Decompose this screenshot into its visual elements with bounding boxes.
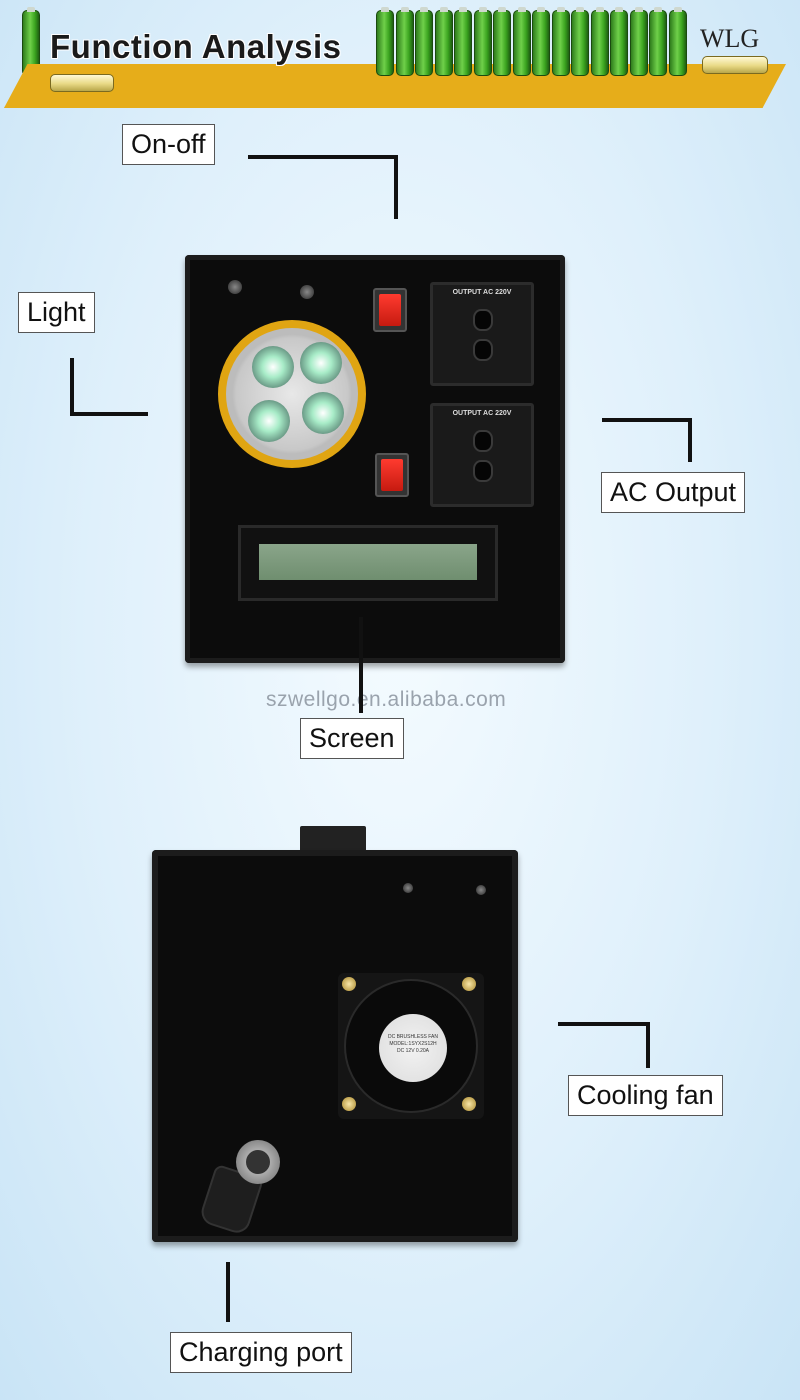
fan-label-line1: DC BRUSHLESS FAN: [387, 1034, 438, 1040]
battery-cell-icon: [649, 7, 667, 76]
fan-label-line2: MODEL:1SYX2S12H: [389, 1041, 437, 1047]
screw-icon: [476, 885, 486, 895]
ac-socket-icon[interactable]: OUTPUT AC 220V: [430, 403, 534, 507]
led-icon: [248, 400, 290, 442]
screw-icon: [300, 285, 314, 299]
watermark: szwellgo.en.alibaba.com: [266, 688, 507, 711]
battery-cell-icon: [532, 7, 550, 76]
screw-icon: [342, 977, 356, 991]
screw-icon: [462, 977, 476, 991]
callout-line: [226, 1262, 230, 1322]
battery-cell-icon: [512, 7, 531, 76]
callout-line: [394, 155, 398, 219]
battery-cell-icon: [590, 7, 609, 76]
fan-ring: DC BRUSHLESS FAN MODEL:1SYX2S12H DC 12V …: [344, 979, 478, 1113]
socket-hole: [473, 309, 493, 331]
battery-cell-icon: [434, 7, 453, 76]
power-switch[interactable]: [373, 288, 407, 332]
socket-hole: [473, 339, 493, 361]
callout-line: [70, 358, 74, 416]
battery-cell-icon: [376, 7, 394, 76]
ac-socket-icon[interactable]: OUTPUT AC 220V: [430, 282, 534, 386]
led-icon: [302, 392, 344, 434]
screw-icon: [228, 280, 242, 294]
battery-cell-icon: [629, 7, 648, 76]
battery-cell-icon: [415, 7, 433, 76]
socket-label: OUTPUT AC 220V: [452, 289, 512, 296]
callout-line: [688, 418, 692, 462]
light-switch[interactable]: [375, 453, 409, 497]
label-screen: Screen: [300, 718, 404, 759]
screw-icon: [342, 1097, 356, 1111]
battery-cell-icon: [454, 7, 472, 76]
socket-hole: [473, 460, 493, 482]
callout-line: [646, 1022, 650, 1068]
battery-cell-icon: [551, 7, 570, 76]
led-icon: [252, 346, 294, 388]
callout-line: [602, 418, 692, 422]
battery-cell-icon: [571, 7, 589, 76]
top-handle: [300, 826, 366, 852]
callout-line: [558, 1022, 650, 1026]
callout-line: [70, 412, 148, 416]
screw-icon: [462, 1097, 476, 1111]
battery-cell-icon: [702, 56, 768, 74]
callout-line: [359, 617, 363, 713]
fan-label-line3: DC 12V 0.20A: [397, 1048, 429, 1054]
label-cooling-fan: Cooling fan: [568, 1075, 723, 1116]
battery-cell-icon: [610, 7, 628, 76]
socket-hole: [473, 430, 493, 452]
battery-cell-icon: [493, 7, 511, 76]
brand-logo: WLG: [700, 24, 760, 53]
battery-cell-icon: [473, 7, 492, 76]
battery-cell-icon: [668, 7, 687, 76]
lcd-screen-icon: [238, 525, 498, 601]
charging-port-icon[interactable]: [236, 1140, 280, 1184]
label-light: Light: [18, 292, 95, 333]
label-charging-port: Charging port: [170, 1332, 352, 1373]
fan-hub: DC BRUSHLESS FAN MODEL:1SYX2S12H DC 12V …: [379, 1014, 447, 1082]
socket-label: OUTPUT AC 220V: [452, 410, 512, 417]
page-title: Function Analysis: [50, 28, 342, 65]
cooling-fan-icon: DC BRUSHLESS FAN MODEL:1SYX2S12H DC 12V …: [338, 973, 484, 1119]
led-lamp-icon: [218, 320, 366, 468]
screw-icon: [403, 883, 413, 893]
label-ac-output: AC Output: [601, 472, 746, 513]
battery-cell-icon: [395, 7, 414, 76]
battery-cell-icon: [50, 74, 114, 92]
label-on-off: On-off: [122, 124, 215, 165]
led-icon: [300, 342, 342, 384]
lcd-display: [259, 544, 477, 580]
callout-line: [248, 155, 398, 159]
